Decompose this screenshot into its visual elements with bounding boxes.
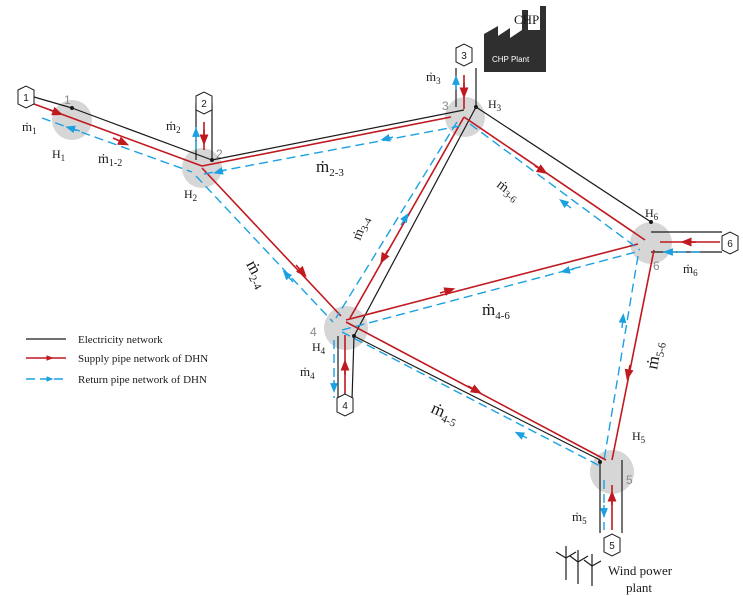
heat-label-3: H3	[488, 97, 502, 113]
wind-label-line2: plant	[626, 580, 652, 595]
pipe-label-2-4: ṁ2-4	[240, 257, 273, 292]
flow-label-node-6: ṁ6	[683, 261, 698, 278]
pipe-label-3-4: ṁ3-4	[350, 214, 375, 243]
node-3-number: 3	[442, 99, 449, 113]
pipe-label-4-6: ṁ4-6	[482, 300, 510, 322]
return-arrows	[65, 75, 676, 518]
legend: Electricity network Supply pipe network …	[26, 334, 208, 386]
terminal-3-label: 3	[461, 51, 467, 62]
heat-label-1: H1	[52, 147, 65, 163]
terminal-4-label: 4	[342, 401, 348, 412]
chp-title: CHP	[514, 12, 539, 27]
flow-label-node-2: ṁ2	[166, 118, 181, 135]
terminal-4-hexagon	[336, 393, 354, 417]
terminal-1-hexagon	[17, 85, 35, 109]
flow-label-node-4: ṁ4	[300, 364, 315, 381]
pipe-label-3-6: ṁ3-6	[492, 177, 522, 205]
heat-label-4: H4	[312, 340, 326, 356]
electricity-network	[33, 68, 722, 533]
pipe-label-5-6: ṁ5-6	[642, 339, 669, 371]
node-6-halo	[630, 222, 672, 264]
legend-supply: Supply pipe network of DHN	[78, 353, 208, 365]
junction-dots	[70, 105, 653, 464]
terminal-2-label: 2	[201, 99, 207, 110]
chp-plant-label: CHP Plant	[492, 55, 530, 64]
flow-label-node-1: ṁ1	[22, 119, 37, 136]
supply-pipe-network	[33, 75, 720, 530]
terminal-6-label: 6	[727, 239, 733, 250]
node-6-number: 6	[653, 259, 660, 273]
node-4-halo	[324, 306, 368, 350]
factory-icon	[484, 6, 546, 72]
terminal-5-hexagon	[603, 533, 621, 557]
terminals	[17, 43, 739, 557]
legend-electricity: Electricity network	[78, 334, 163, 346]
legend-return: Return pipe network of DHN	[78, 374, 207, 386]
pipe-label-1-2: ṁ1-2	[98, 152, 122, 169]
terminal-2-hexagon	[195, 91, 213, 115]
pipe-label-4-5: ṁ4-5	[427, 398, 462, 430]
node-2-number: 2	[216, 147, 223, 161]
heat-label-2: H2	[184, 187, 197, 203]
wind-turbine-icon	[555, 546, 602, 586]
flow-label-node-3: ṁ3	[426, 69, 441, 86]
node-4-number: 4	[310, 325, 317, 339]
terminal-1-label: 1	[23, 93, 29, 104]
terminal-3-hexagon	[455, 43, 473, 67]
terminal-6-hexagon	[721, 231, 739, 255]
node-5-number: 5	[626, 473, 633, 487]
wind-label-line1: Wind power	[608, 563, 673, 578]
pipe-label-2-3: ṁ2-3	[316, 157, 344, 179]
flow-label-node-5: ṁ5	[572, 509, 587, 526]
heat-label-6: H6	[645, 206, 659, 222]
terminal-5-label: 5	[609, 541, 615, 552]
heat-label-5: H5	[632, 429, 646, 445]
node-1-number: 1	[64, 93, 71, 107]
